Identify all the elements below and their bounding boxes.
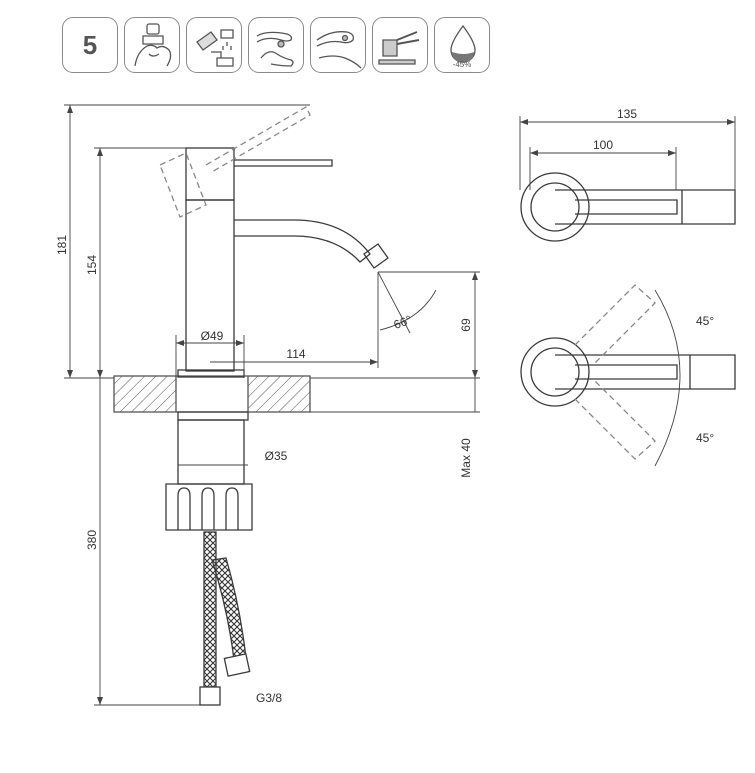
countertop-section bbox=[113, 375, 311, 413]
lever-raised-outline bbox=[159, 106, 311, 218]
dim-spout-height: 154 bbox=[85, 255, 99, 275]
dim-outlet-height: 69 bbox=[459, 318, 473, 332]
dim-lever-total: 135 bbox=[617, 107, 637, 121]
dim-connection-thread: G3/8 bbox=[256, 691, 282, 705]
dim-rotation-up: 45° bbox=[696, 314, 714, 328]
dim-shank-diameter: Ø35 bbox=[265, 449, 288, 463]
top-view-rotation bbox=[520, 284, 736, 467]
mixer-tap-icon bbox=[372, 17, 428, 73]
dim-lever-partial: 100 bbox=[593, 138, 613, 152]
water-saving-drop-icon: -45% bbox=[434, 17, 490, 73]
flex-hoses bbox=[199, 531, 251, 706]
dim-rotation-down: 45° bbox=[696, 431, 714, 445]
dim-below-counter: 380 bbox=[85, 530, 99, 550]
dim-max-deck: Max 40 bbox=[459, 438, 473, 478]
eco-saving-label: -45% bbox=[452, 60, 472, 69]
lever-operation-icon bbox=[248, 17, 304, 73]
top-view-lever bbox=[520, 172, 736, 242]
warranty-years-number: 5 bbox=[82, 29, 98, 60]
feature-badges: 5 bbox=[62, 17, 490, 75]
hand-cartridge-icon bbox=[124, 17, 180, 73]
top-dimension-lines bbox=[519, 116, 736, 190]
dim-total-height: 181 bbox=[55, 235, 69, 255]
dim-body-diameter: Ø49 bbox=[201, 329, 224, 343]
faucet-body bbox=[165, 147, 389, 531]
spout-icon bbox=[310, 17, 366, 73]
dim-spout-angle: 66° bbox=[392, 312, 414, 331]
warranty-years-badge: 5 bbox=[62, 17, 118, 73]
aerator-cleaning-icon bbox=[186, 17, 242, 73]
dim-spout-reach: 114 bbox=[286, 347, 305, 361]
front-dimension-lines bbox=[64, 104, 480, 706]
